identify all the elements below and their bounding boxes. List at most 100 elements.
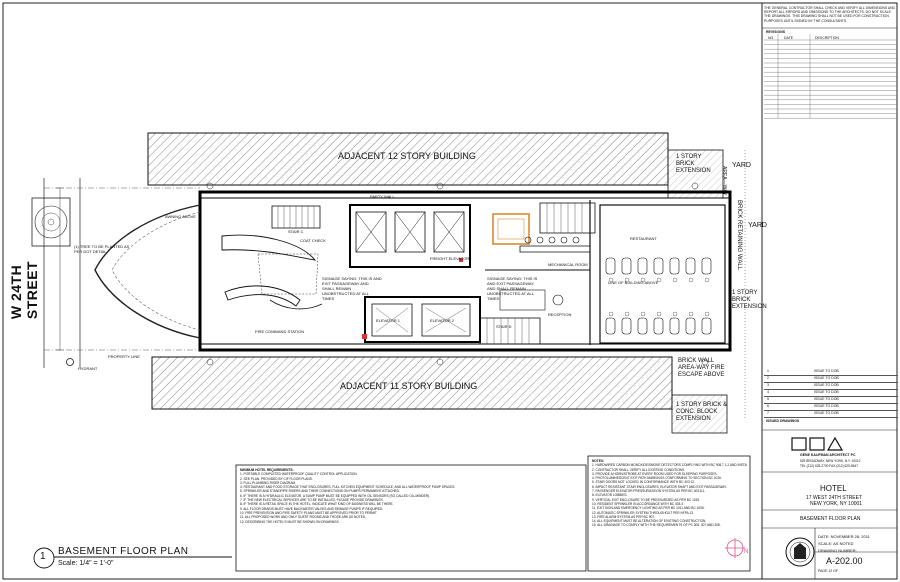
issued-row-description: ISSUE TO DOB xyxy=(814,376,839,380)
yard-label-right: YARD xyxy=(748,222,767,229)
one-story-extension-label: 1 STORY BRICK EXTENSION xyxy=(676,154,711,174)
elevator-shaft-2 xyxy=(394,211,426,253)
revisions-label: REVISIONS xyxy=(766,30,786,34)
note-item: 7. PASSENGER ELEVATOR PRESSURIZATION SYS… xyxy=(592,489,706,494)
reception-desk xyxy=(499,289,546,311)
drawing-number: A-202.00 xyxy=(826,556,863,566)
note-item: 12. DESCRIBING THE HOTEL'S MUST BE SHOWN… xyxy=(240,519,340,524)
note-item: 1. HARDWIRED CARBON MONOXIDE/SMOKE DETEC… xyxy=(592,463,747,468)
plan-title: BASEMENT FLOOR PLAN xyxy=(58,546,189,557)
elevator-shaft-3 xyxy=(433,211,465,253)
issued-row-number: 7 xyxy=(767,411,769,415)
issued-row-number: 5 xyxy=(767,397,769,401)
north-arrow-label: N xyxy=(744,549,749,555)
note-item: 11. ALL PROPOSED WORK AND ONLY GUEST ROO… xyxy=(240,515,367,520)
signage-note-right: SIGNAGE SAYING: THIS IS AND EXIT PASSAGE… xyxy=(487,276,538,301)
building-perimeter xyxy=(198,190,732,352)
issued-row-number: 4 xyxy=(767,390,769,394)
vault-curve-inner xyxy=(111,211,201,331)
issued-row-number: 6 xyxy=(767,404,769,408)
drawing-number-label: DRAWING NUMBER: xyxy=(818,548,857,553)
right-extension-label: 1 STORY BRICK EXTENSION xyxy=(732,290,767,310)
page-number: PAGE 12 OF xyxy=(818,569,839,573)
restaurant-chair xyxy=(624,277,630,283)
restaurant-table xyxy=(637,257,648,275)
restaurant-chair xyxy=(640,277,646,283)
adjacent-12-story-building xyxy=(147,132,669,186)
fire-alarm-marker xyxy=(362,334,367,339)
restaurant-table xyxy=(621,317,632,335)
coat-check-label: COAT CHECK xyxy=(300,238,326,243)
issued-row-number: 3 xyxy=(767,383,769,387)
firm-name: GENE KAUFMAN ARCHITECT PC xyxy=(800,453,856,457)
fire-alarm-marker-2 xyxy=(459,258,463,262)
project-name: HOTEL xyxy=(820,484,847,493)
note-item: 3. FULL PLUMBING RISER DIAGRAM. xyxy=(240,480,297,485)
note-item: 2. SEE PLAN, PROVIDED BY CIF FLOOR PLANS… xyxy=(240,476,313,481)
rev-col-date: DATE xyxy=(784,36,794,40)
lounge-sofa xyxy=(224,285,301,307)
note-item: 12. AUTOMATIC SPRINKLER SYSTEM THROUGHOU… xyxy=(592,510,694,515)
mechanical-room-label: MECHANICAL ROOM xyxy=(548,262,588,267)
retaining-wall-label: BRICK RETAINING WALL xyxy=(736,200,742,271)
note-item: 9. VERTICAL EXIT ENCLOSURE TO BE PRESSUR… xyxy=(592,497,701,502)
restaurant-table xyxy=(637,317,648,335)
note-item: 6. IF THERE IS A HYDRAULIC ELEVATOR, A S… xyxy=(240,493,431,498)
plan-number: 1 xyxy=(40,551,46,562)
issued-row-description: ISSUE TO DOB xyxy=(814,411,839,415)
restaurant-table xyxy=(621,257,632,275)
restaurant-table xyxy=(653,257,664,275)
restaurant-chair xyxy=(656,277,662,283)
issued-row: 5 ISSUE TO DOB xyxy=(764,396,898,404)
hotel-requirements-list: 1. PORTABLE COMPLETED WATERPROOF QUALITY… xyxy=(240,472,582,524)
stair-c-treads xyxy=(277,206,315,228)
adjacent-12-story-label: ADJACENT 12 STORY BUILDING xyxy=(338,151,476,161)
area-way-label: AREA—WAY xyxy=(721,166,727,196)
restaurant-table xyxy=(685,317,696,335)
elevator-lower-2 xyxy=(421,303,471,337)
note-item: 5. SPRINKLER AND STANDPIPE RISERS AND TH… xyxy=(240,489,400,494)
hydrant-label: HYDRANT xyxy=(78,366,98,371)
restaurant-label: RESTAURANT xyxy=(630,236,657,241)
restaurant-table xyxy=(605,257,616,275)
note-item: 4. PHOTOLUMINESCENT EXIT PATH MARKINGS C… xyxy=(592,476,722,481)
hydrant-icon xyxy=(66,358,74,366)
elevator-shaft-1 xyxy=(355,211,387,253)
issued-row-description: ISSUE TO DOB xyxy=(814,397,839,401)
note-item: 10. FIRE PREVENTION AND FIRE SAFETY PLAN… xyxy=(240,510,378,515)
general-notes-title: NOTES: xyxy=(592,459,605,463)
restaurant-table xyxy=(605,317,616,335)
note-item: 8. ELEVATOR LOBBIES. xyxy=(592,493,628,498)
restaurant-chair xyxy=(640,311,646,317)
yard-label-top: YARD xyxy=(732,162,751,169)
note-item: 8. IF THERE IS A RETAIL SPACE IN THE HOT… xyxy=(240,502,394,507)
command-station-desk xyxy=(269,299,323,310)
service-stair xyxy=(539,202,596,234)
note-item: 13. FIRE ALARM SYSTEM AS PER BC 907. xyxy=(592,514,656,519)
firm-address: 525 BROADWAY, NEW YORK, N.Y. 10012 xyxy=(800,459,861,463)
property-line-label: PROPERTY LINE xyxy=(108,354,140,359)
plan-number-circle xyxy=(33,547,55,569)
restaurant-chair xyxy=(608,277,614,283)
fire-command-label: FIRE COMMAND STATION xyxy=(255,329,305,334)
brick-block-extension-label: 1 STORY BRICK & CONC. BLOCK EXTENSION xyxy=(676,402,728,422)
general-notes: NOTES: 1. HARDWIRED CARBON MONOXIDE/SMOK… xyxy=(592,459,747,569)
seal-emblem xyxy=(794,543,806,559)
stair-d-label: STAIR D xyxy=(496,324,512,329)
note-item: 7. IF THE NEW ELECTRICAL SERVICES ARE TO… xyxy=(240,498,384,503)
restaurant-table xyxy=(701,317,712,335)
stair-d xyxy=(479,317,541,345)
revisions-grid xyxy=(764,34,897,119)
titleblock-disclaimer: THE GENERAL CONTRACTOR SHALL CHECK AND V… xyxy=(764,6,896,23)
north-arrow-icon xyxy=(725,538,745,558)
adjacent-11-story-building xyxy=(151,356,673,410)
issued-row-description: ISSUE TO DOB xyxy=(814,390,839,394)
general-notes-list: 1. HARDWIRED CARBON MONOXIDE/SMOKE DETEC… xyxy=(592,463,747,527)
hotel-requirements-box xyxy=(235,464,587,572)
hotel-requirements-title: MINIMUM HOTEL REQUIREMENTS: xyxy=(240,468,294,472)
reception-label: RECEPTION xyxy=(548,312,572,317)
party-wall-label: PARTY WALL xyxy=(370,194,395,199)
